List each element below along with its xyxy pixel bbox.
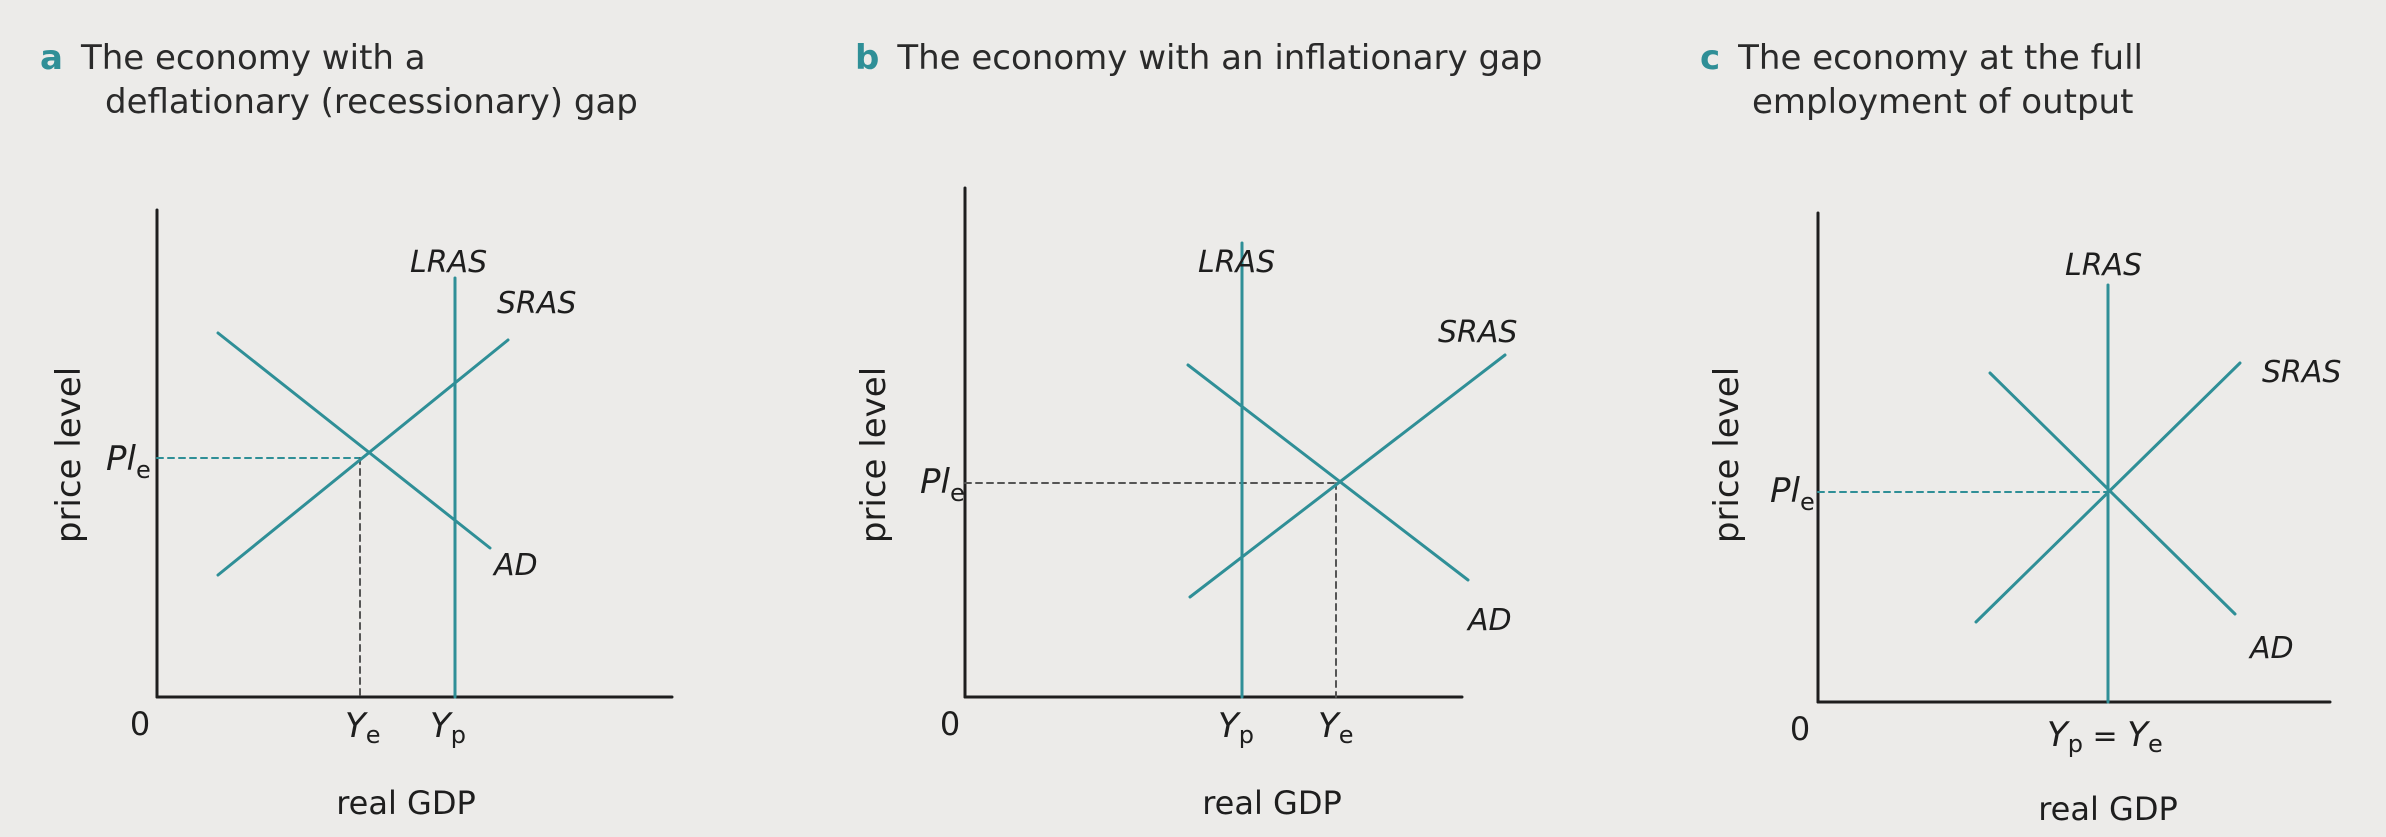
panel-b-diagram: price level real GDP 0 LRAS SRAS AD Ple … xyxy=(854,186,1517,822)
panel-c-diagram: price level real GDP 0 LRAS SRAS AD Ple … xyxy=(1707,211,2341,828)
panel-a-ad-line xyxy=(216,331,492,550)
panel-c-sras-line xyxy=(1974,361,2242,624)
panel-c-title-line1: The economy at the full xyxy=(1738,38,2144,78)
panel-b-title: b The economy with an inflationary gap xyxy=(855,36,1542,80)
panel-b-ad-line xyxy=(1186,363,1470,582)
panel-a-title: a The economy with a deflationary (recess… xyxy=(40,36,638,124)
panel-b-tick-ye: Ye xyxy=(1318,706,1354,749)
panel-a-ad-label: AD xyxy=(492,548,538,583)
panel-b-letter: b xyxy=(855,38,880,78)
panel-b-ylabel: price level xyxy=(854,367,894,543)
panel-c-origin: 0 xyxy=(1790,710,1810,748)
panel-b-sras-line xyxy=(1188,353,1507,599)
panel-b-xlabel: real GDP xyxy=(1202,784,1342,822)
panel-c-lras-label: LRAS xyxy=(2065,248,2142,283)
panel-a-sras-label: SRAS xyxy=(497,286,576,321)
panel-a-tick-yp: Yp xyxy=(430,706,466,749)
panel-b-tick-yp: Yp xyxy=(1218,706,1254,749)
panel-c-ad-line xyxy=(1988,371,2237,616)
panel-a-tick-ye: Ye xyxy=(345,706,381,749)
panel-c-ad-label: AD xyxy=(2248,631,2294,666)
panel-b-ad-label: AD xyxy=(1466,603,1512,638)
panel-c-ylabel: price level xyxy=(1707,367,1747,543)
panel-a-pl-label: Ple xyxy=(106,439,151,484)
panel-a-title-line2: deflationary (recessionary) gap xyxy=(105,82,638,122)
panel-c-title: c The economy at the full employment of o… xyxy=(1700,36,2143,124)
panel-b-origin: 0 xyxy=(940,705,960,743)
panel-a-sras-line xyxy=(216,338,510,577)
panel-a-lras-label: LRAS xyxy=(410,245,487,280)
panel-c-title-line2: employment of output xyxy=(1752,82,2134,122)
panel-b-title-line1: The economy with an inflationary gap xyxy=(897,38,1543,78)
panel-b-sras-label: SRAS xyxy=(1438,315,1517,350)
panel-c-letter: c xyxy=(1700,38,1721,78)
panel-c-sras-label: SRAS xyxy=(2262,355,2341,390)
panel-a-title-line1: The economy with a xyxy=(80,38,426,78)
panel-a-origin: 0 xyxy=(130,705,150,743)
panel-b-pl-label: Ple xyxy=(920,462,965,507)
panel-a-ylabel: price level xyxy=(49,367,89,543)
panel-a-diagram: price level real GDP 0 LRAS SRAS AD Ple … xyxy=(49,208,674,822)
panel-c-pl-label: Ple xyxy=(1770,471,1815,516)
panel-b-lras-label: LRAS xyxy=(1198,245,1275,280)
panel-a-letter: a xyxy=(40,38,63,78)
panel-a-xlabel: real GDP xyxy=(336,784,476,822)
panel-c-tick-yp-eq-ye: Yp = Ye xyxy=(2047,715,2163,758)
panel-c-xlabel: real GDP xyxy=(2038,790,2178,828)
